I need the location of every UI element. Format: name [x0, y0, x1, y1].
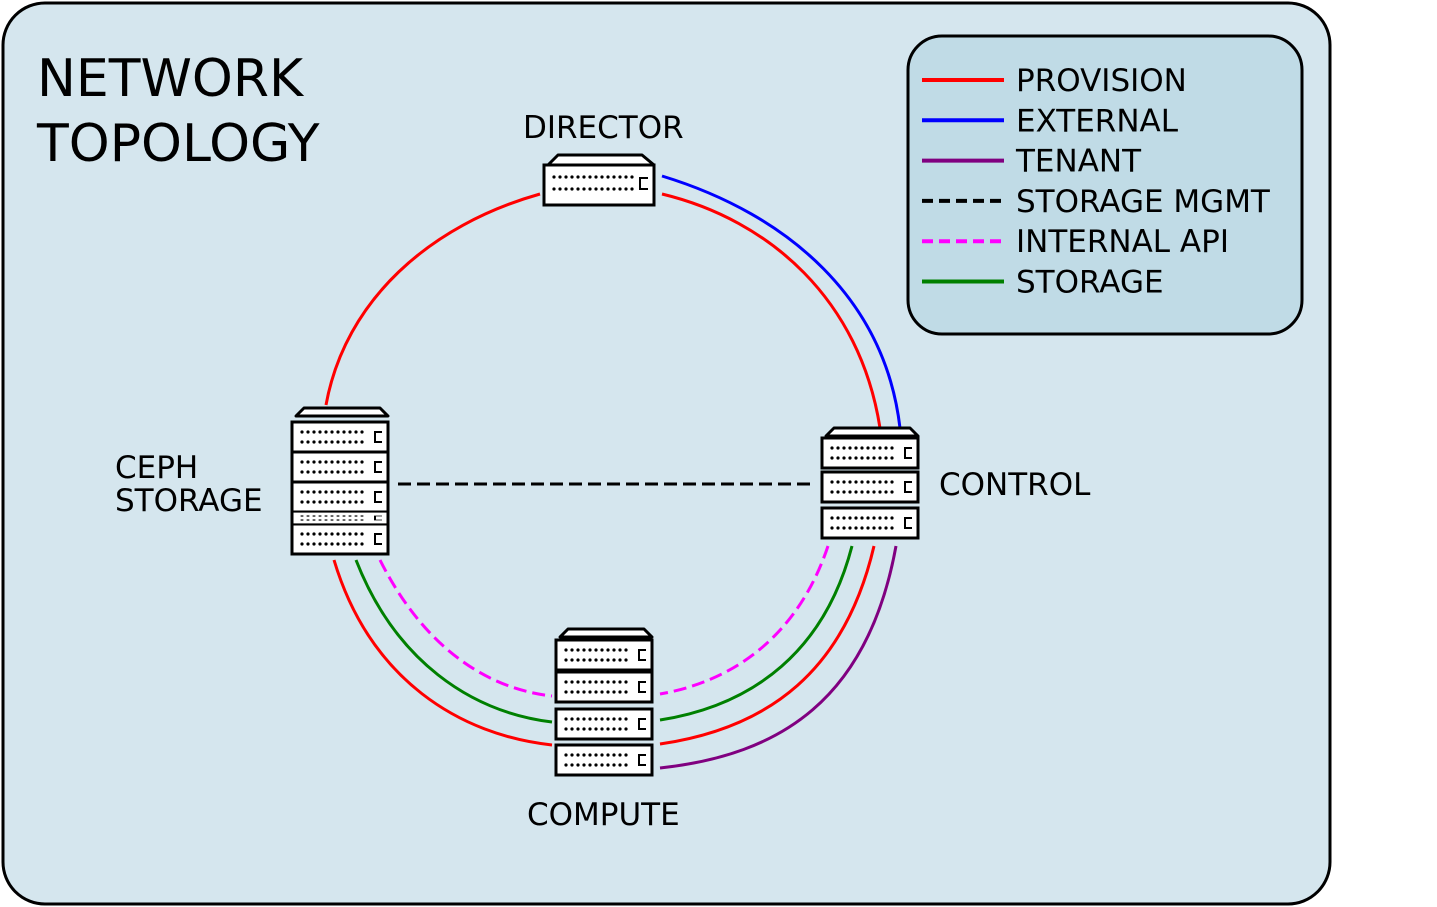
link-tenant-control-compute [659, 545, 898, 770]
network-links [324, 174, 902, 770]
compute-server-icon[interactable] [554, 627, 654, 777]
legend-label-storage-mgmt: STORAGE MGMT [1016, 184, 1271, 220]
link-internalapi-control-compute [659, 545, 830, 696]
legend: PROVISION EXTERNAL TENANT STORAGE MGMT INTER… [906, 34, 1304, 336]
director-server-icon[interactable] [542, 153, 656, 207]
control-server-icon[interactable] [820, 426, 920, 540]
ceph-storage-label-line2: STORAGE [115, 483, 263, 519]
link-provision-control-compute [659, 545, 876, 746]
ceph-storage-server-icon[interactable] [290, 406, 390, 556]
legend-label-storage: STORAGE [1016, 265, 1164, 301]
diagram-title-line2: TOPOLOGY [36, 114, 320, 174]
link-storage-ceph-compute [354, 559, 553, 724]
diagram-title-line1: NETWORK [37, 49, 305, 109]
director-label: DIRECTOR [523, 110, 684, 146]
ceph-storage-label-line1: CEPH [115, 450, 198, 486]
legend-label-provision: PROVISION [1016, 63, 1187, 99]
compute-label: COMPUTE [527, 797, 680, 833]
legend-box [906, 34, 1304, 336]
link-provision-director-control [661, 192, 882, 429]
legend-label-tenant: TENANT [1015, 144, 1142, 180]
link-storage-control-compute [659, 545, 854, 722]
legend-label-external: EXTERNAL [1016, 103, 1179, 139]
link-external-director-control [661, 174, 902, 429]
link-provision-director-ceph [324, 192, 541, 406]
control-label: CONTROL [939, 467, 1091, 503]
link-provision-ceph-compute [332, 559, 553, 747]
link-internalapi-ceph-compute [378, 559, 553, 698]
legend-label-internal-api: INTERNAL API [1016, 224, 1229, 260]
